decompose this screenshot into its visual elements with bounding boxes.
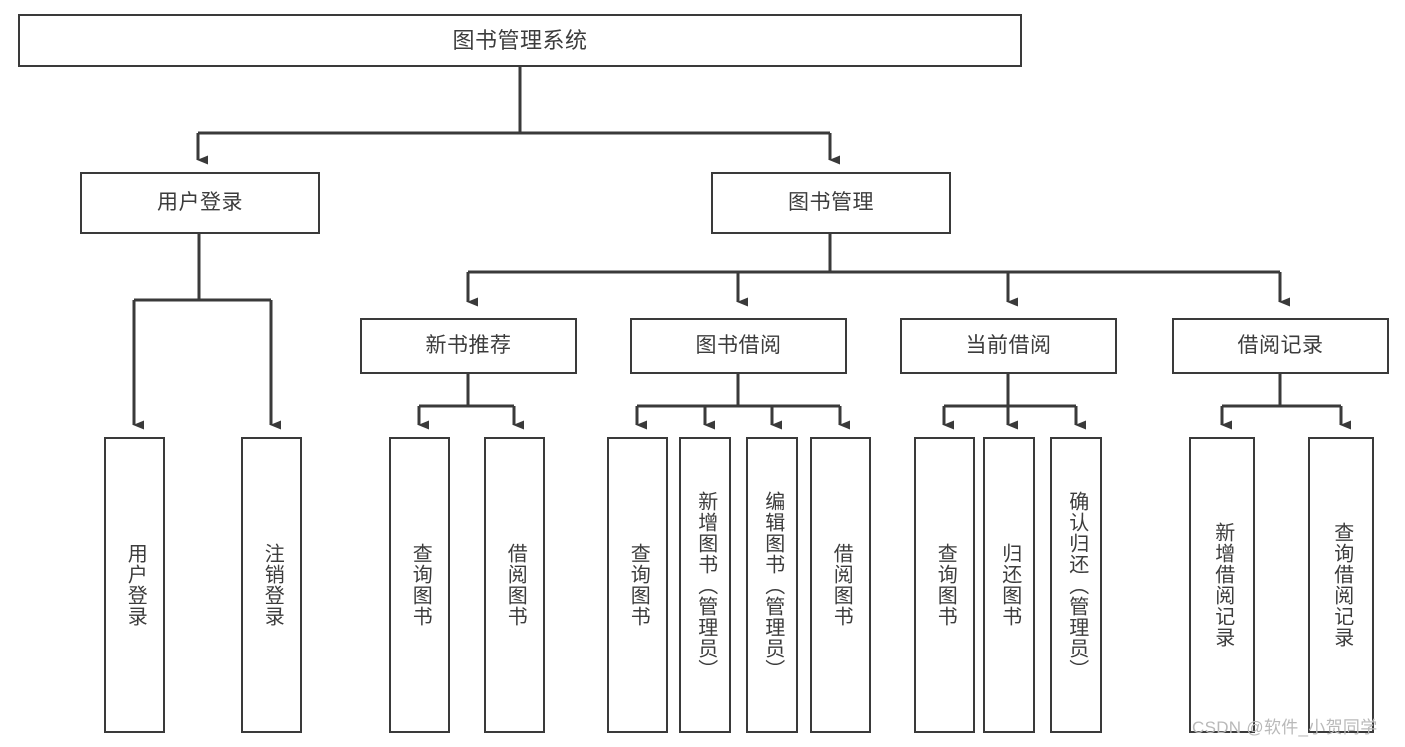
node-current-borrow[interactable]: 当前借阅 xyxy=(900,318,1117,374)
node-leaf-add-record[interactable]: 新增借阅记录 xyxy=(1189,437,1255,733)
csdn-watermark: CSDN @软件_小贺同学 xyxy=(1192,718,1378,737)
node-leaf-edit-book-label: 编辑图书（管理员） xyxy=(761,490,784,680)
node-leaf-confirm-return-label: 确认归还（管理员） xyxy=(1065,490,1088,680)
node-leaf-query-book-1-label: 查询图书 xyxy=(409,543,432,627)
node-new-book-recommend-label: 新书推荐 xyxy=(425,333,512,357)
node-leaf-borrow-book-1-label: 借阅图书 xyxy=(504,543,527,627)
node-leaf-logout-login-label: 注销登录 xyxy=(261,543,284,627)
node-leaf-query-book-3[interactable]: 查询图书 xyxy=(914,437,975,733)
node-leaf-borrow-book-2-label: 借阅图书 xyxy=(830,543,853,627)
node-book-borrow[interactable]: 图书借阅 xyxy=(630,318,847,374)
node-leaf-query-book-2[interactable]: 查询图书 xyxy=(607,437,668,733)
node-leaf-query-book-1[interactable]: 查询图书 xyxy=(389,437,450,733)
node-current-borrow-label: 当前借阅 xyxy=(965,333,1052,357)
node-leaf-query-book-2-label: 查询图书 xyxy=(627,543,650,627)
node-leaf-borrow-book-1[interactable]: 借阅图书 xyxy=(484,437,545,733)
node-new-book-recommend[interactable]: 新书推荐 xyxy=(360,318,577,374)
node-leaf-query-record[interactable]: 查询借阅记录 xyxy=(1308,437,1374,733)
node-root[interactable]: 图书管理系统 xyxy=(18,14,1022,67)
node-book-borrow-label: 图书借阅 xyxy=(695,333,782,357)
node-leaf-edit-book[interactable]: 编辑图书（管理员） xyxy=(746,437,798,733)
node-user-login[interactable]: 用户登录 xyxy=(80,172,320,234)
node-leaf-return-book[interactable]: 归还图书 xyxy=(983,437,1035,733)
node-leaf-confirm-return[interactable]: 确认归还（管理员） xyxy=(1050,437,1102,733)
node-book-manage-label: 图书管理 xyxy=(788,190,874,214)
node-leaf-return-book-label: 归还图书 xyxy=(998,543,1021,627)
node-leaf-query-record-label: 查询借阅记录 xyxy=(1330,522,1353,648)
node-leaf-borrow-book-2[interactable]: 借阅图书 xyxy=(810,437,871,733)
node-leaf-user-login[interactable]: 用户登录 xyxy=(104,437,165,733)
node-user-login-label: 用户登录 xyxy=(157,190,243,214)
node-book-manage[interactable]: 图书管理 xyxy=(711,172,951,234)
node-leaf-add-record-label: 新增借阅记录 xyxy=(1211,522,1234,648)
node-leaf-user-login-label: 用户登录 xyxy=(124,543,147,627)
node-leaf-logout-login[interactable]: 注销登录 xyxy=(241,437,302,733)
node-leaf-add-book[interactable]: 新增图书（管理员） xyxy=(679,437,731,733)
node-leaf-add-book-label: 新增图书（管理员） xyxy=(694,490,717,680)
node-root-label: 图书管理系统 xyxy=(452,27,588,53)
node-borrow-record-label: 借阅记录 xyxy=(1237,333,1324,357)
node-leaf-query-book-3-label: 查询图书 xyxy=(934,543,957,627)
node-borrow-record[interactable]: 借阅记录 xyxy=(1172,318,1389,374)
